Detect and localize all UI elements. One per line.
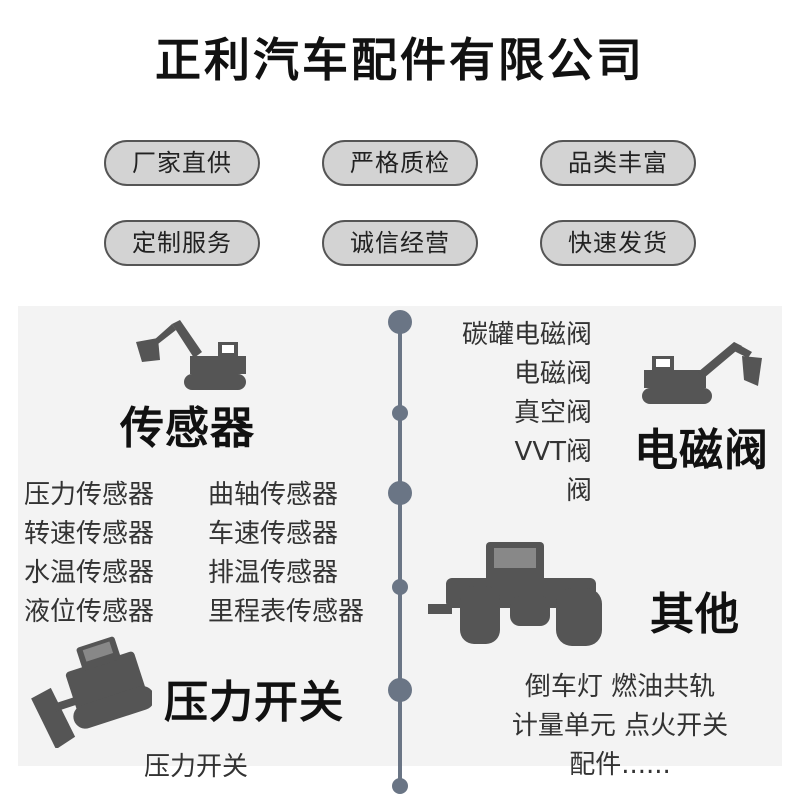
sensor-title: 传感器	[120, 403, 255, 454]
list-item: 液位传感器	[24, 597, 155, 627]
list-item: 真空阀	[513, 398, 592, 428]
page-title: 正利汽车配件有限公司	[155, 33, 645, 87]
sensor-list-right: 曲轴传感器 车速传感器 排温传感器 里程表传感器	[208, 476, 364, 632]
list-item: 排温传感器	[208, 558, 339, 588]
excavator-icon	[132, 318, 250, 396]
badge-rich-categories: 品类丰富	[540, 140, 696, 186]
list-item: 阀	[565, 476, 592, 506]
list-item: 转速传感器	[24, 519, 155, 549]
badge-factory-direct: 厂家直供	[104, 140, 260, 186]
list-item: 倒车灯 燃油共轨	[524, 672, 716, 702]
bulldozer-icon	[28, 636, 152, 748]
badge-custom-service: 定制服务	[104, 220, 260, 266]
list-item: 压力开关	[144, 752, 249, 782]
excavator-icon	[638, 338, 764, 408]
switch-list: 压力开关	[144, 748, 248, 787]
other-title: 其他	[650, 589, 740, 640]
badge-honest-business: 诚信经营	[322, 220, 478, 266]
switch-title: 压力开关	[164, 677, 344, 728]
list-item: 计量单元 点火开关	[511, 711, 729, 741]
list-item: 电磁阀	[513, 359, 592, 389]
feature-badges: 厂家直供 严格质检 品类丰富 定制服务 诚信经营 快速发货	[0, 0, 800, 300]
other-list: 倒车灯 燃油共轨 计量单元 点火开关 配件......	[480, 668, 760, 785]
list-item: 配件......	[569, 750, 671, 780]
list-item: 里程表传感器	[208, 597, 365, 627]
valve-list: 碳罐电磁阀 电磁阀 真空阀 VVT阀 阀	[462, 316, 592, 511]
sensor-list-left: 压力传感器 转速传感器 水温传感器 液位传感器	[24, 476, 154, 632]
list-item: 车速传感器	[208, 519, 339, 549]
list-item: 曲轴传感器	[208, 480, 339, 510]
timeline-node	[392, 778, 408, 794]
valve-title: 电磁阀	[634, 425, 769, 476]
badge-fast-shipping: 快速发货	[540, 220, 696, 266]
tractor-icon	[426, 538, 608, 648]
list-item: 水温传感器	[24, 558, 155, 588]
list-item: 碳罐电磁阀	[461, 320, 592, 350]
badge-quality-check: 严格质检	[322, 140, 478, 186]
list-item: 压力传感器	[24, 480, 155, 510]
list-item: VVT阀	[514, 437, 592, 467]
